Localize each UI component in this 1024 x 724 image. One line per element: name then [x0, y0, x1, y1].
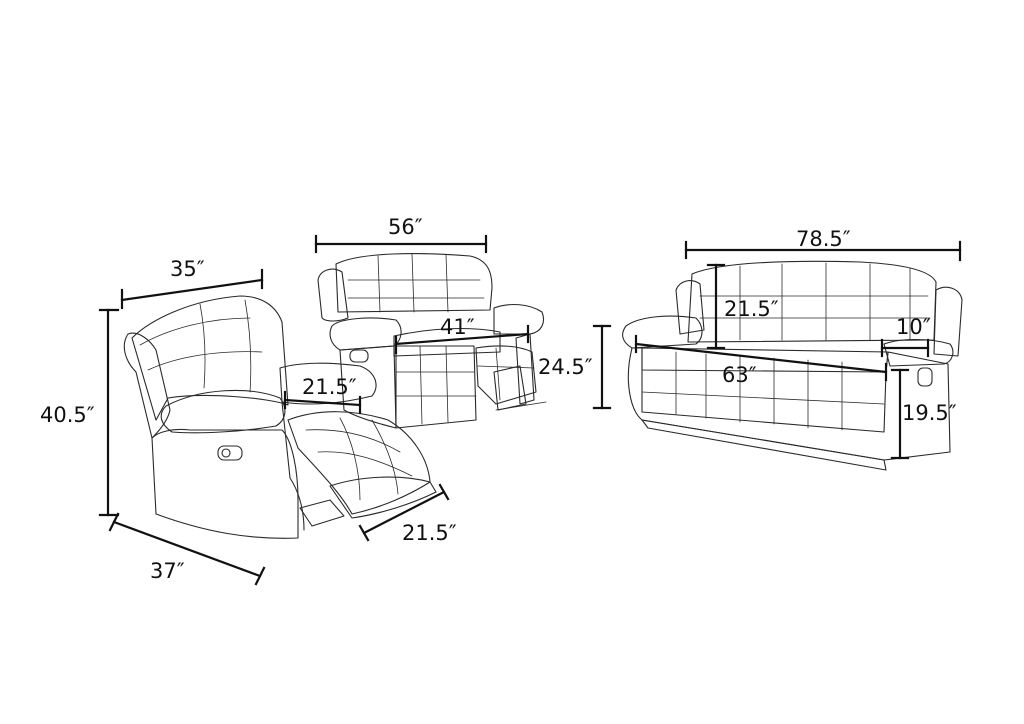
- sofa-arm-width-label: 10″: [896, 315, 931, 339]
- recliner-seat-width-label: 21.5″: [302, 375, 357, 399]
- sofa-seat-height-label: 19.5″: [902, 401, 957, 425]
- sofa-seat-width-label: 63″: [722, 363, 757, 387]
- recliner-footrest-label: 21.5″: [402, 521, 457, 545]
- recliner-drawing: [123, 295, 437, 539]
- sofa-back-height-label: 21.5″: [724, 297, 779, 321]
- recliner-depth-label: 37″: [150, 559, 185, 583]
- loveseat-drawing: [317, 253, 547, 429]
- dimension-lines: [98, 234, 962, 586]
- sofa-width-label: 78.5″: [796, 227, 851, 251]
- recliner-width-label: 35″: [170, 257, 205, 281]
- loveseat-height-label: 24.5″: [538, 355, 593, 379]
- loveseat-seat-width-label: 41″: [440, 315, 475, 339]
- sofa-drawing: [622, 260, 963, 471]
- dimension-labels: 35″ 40.5″ 37″ 21.5″ 21.5″ 56″ 41″ 24.5″ …: [40, 215, 957, 583]
- loveseat-width-label: 56″: [388, 215, 423, 239]
- recliner-height-label: 40.5″: [40, 403, 95, 427]
